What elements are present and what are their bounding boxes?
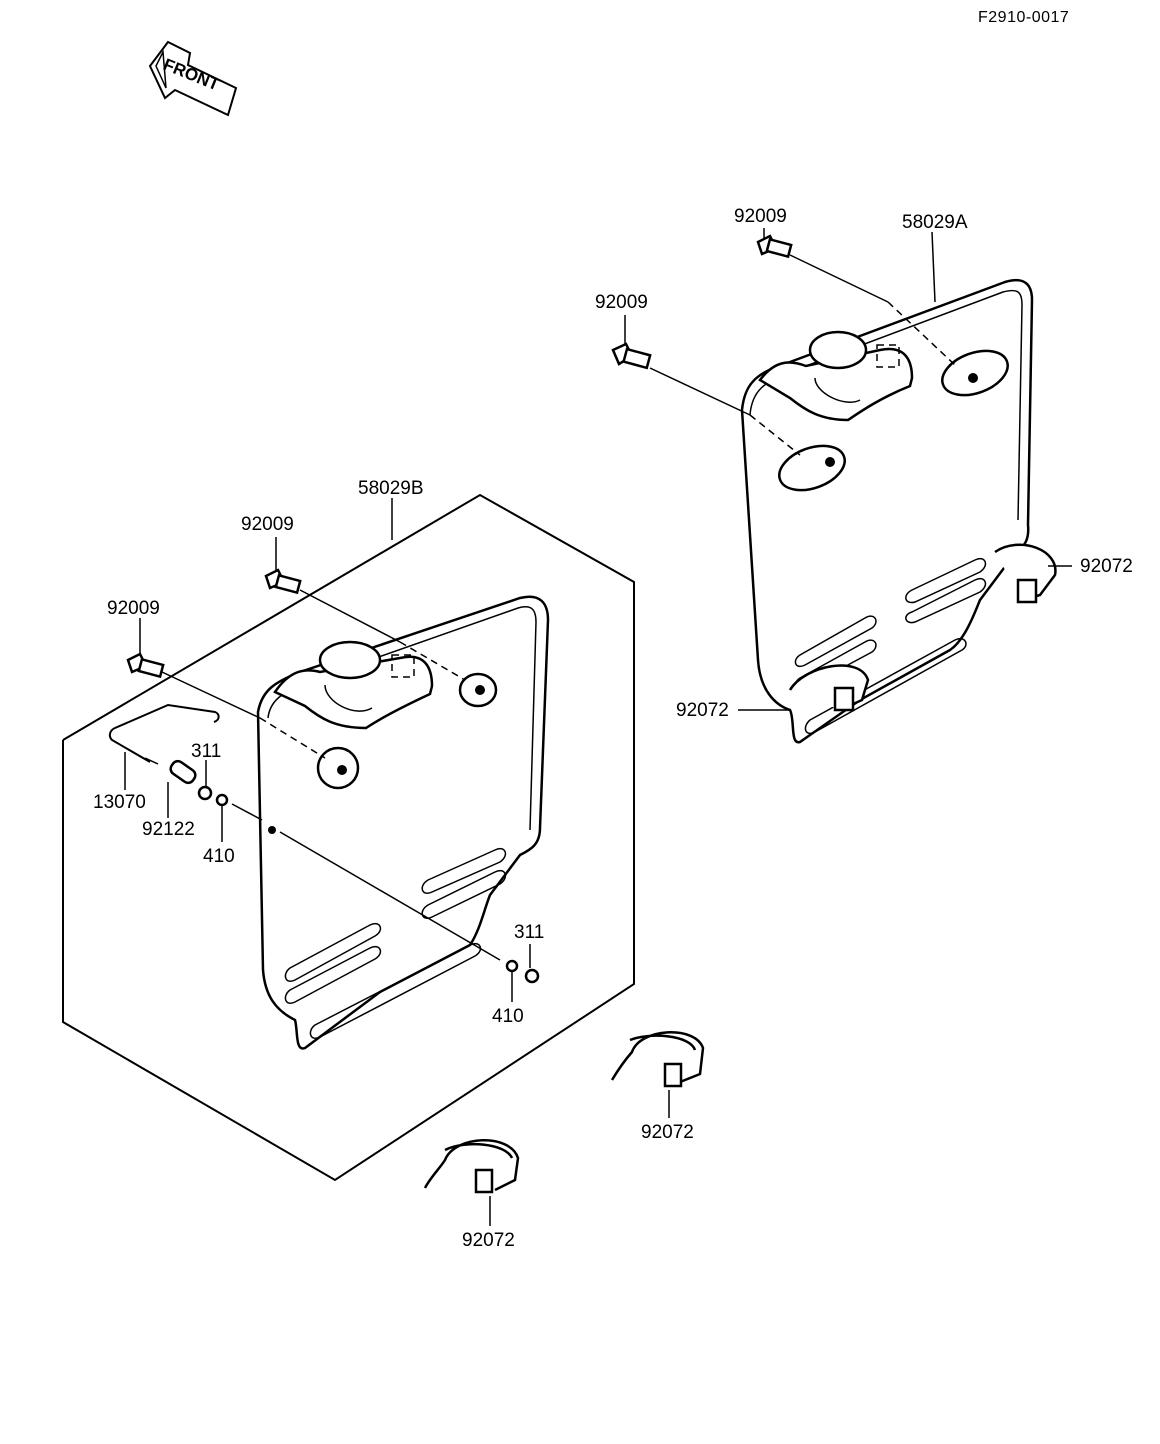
label-clamp-b1: 92072 bbox=[641, 1122, 694, 1143]
label-bolt-r1: 92009 bbox=[734, 206, 787, 227]
bolt-l2-icon bbox=[126, 652, 165, 679]
front-arrow-icon: FRONT bbox=[148, 40, 238, 117]
clamp-b1-icon bbox=[610, 1031, 705, 1088]
washer-b-icon bbox=[505, 959, 519, 973]
label-washer-b: 410 bbox=[492, 1006, 524, 1027]
side-cover-right bbox=[740, 278, 1057, 744]
front-label: FRONT bbox=[161, 55, 223, 95]
label-cover-left: 58029B bbox=[358, 478, 424, 499]
label-bolt-r2: 92009 bbox=[595, 292, 648, 313]
assembly-box bbox=[62, 493, 635, 1182]
washer-a-icon bbox=[215, 793, 229, 807]
side-cover-left bbox=[256, 595, 550, 1050]
diagram-code: F2910-0017 bbox=[978, 9, 1069, 26]
rod-icon bbox=[108, 703, 220, 765]
label-rod: 13070 bbox=[93, 792, 146, 813]
pipe-icon bbox=[169, 759, 197, 785]
bolt-r1-icon bbox=[756, 234, 793, 259]
label-bolt-l2: 92009 bbox=[107, 598, 160, 619]
clamp-b2-icon bbox=[423, 1139, 520, 1194]
bolt-r2-icon bbox=[611, 342, 652, 370]
label-clamp-b2: 92072 bbox=[462, 1230, 515, 1251]
bolt-l1-icon bbox=[264, 568, 302, 595]
nut-a-icon bbox=[197, 785, 213, 801]
label-nut-a: 311 bbox=[191, 741, 221, 762]
label-clamp-r1: 92072 bbox=[1080, 556, 1133, 577]
label-cover-right: 58029A bbox=[902, 212, 968, 233]
label-bolt-l1: 92009 bbox=[241, 514, 294, 535]
label-clamp-r2: 92072 bbox=[676, 700, 729, 721]
label-nut-b: 311 bbox=[514, 922, 544, 943]
label-pipe: 92122 bbox=[142, 819, 195, 840]
nut-b-icon bbox=[524, 968, 540, 984]
label-washer-a: 410 bbox=[203, 846, 235, 867]
